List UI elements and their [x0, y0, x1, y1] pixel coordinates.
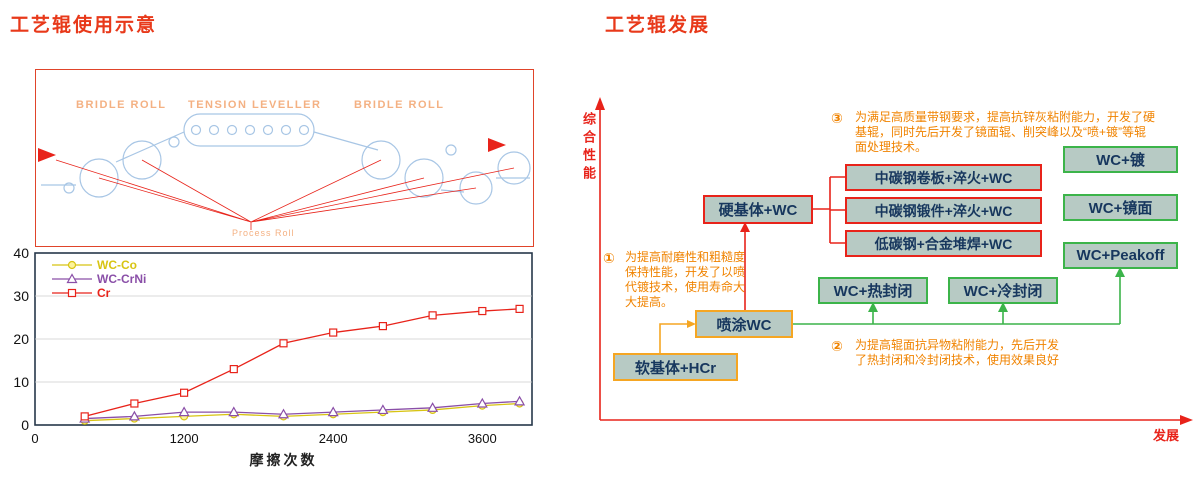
flow-connectors — [595, 97, 1193, 425]
note-2-number: ② — [831, 338, 843, 354]
roll-usage-section: 工艺辊使用示意 BRIDLE ROLL TENSION LEVELLER BRI… — [0, 0, 575, 483]
process-roll-sight-lines — [55, 159, 515, 230]
svg-text:40: 40 — [13, 245, 29, 261]
connector-spray-to-treatments — [793, 274, 1121, 325]
strip-direction-arrows — [38, 138, 506, 162]
right-section-title: 工艺辊发展 — [605, 15, 711, 36]
box-wc-mirror: WC+镜面 — [1063, 194, 1178, 221]
note-2-text: 为提高辊面抗异物粘附能力，先后开发了热封闭和冷封闭技术，使用效果良好 — [855, 338, 1060, 367]
note-1-number: ① — [603, 250, 615, 266]
note-3-number: ③ — [831, 110, 843, 126]
note-3-text: 为满足高质量带钢要求，提高抗锌灰粘附能力，开发了硬基辊，同时先后开发了镜面辊、削… — [855, 110, 1156, 154]
svg-text:WC-CrNi: WC-CrNi — [97, 272, 146, 286]
process-roll-label: Process Roll — [232, 228, 295, 238]
svg-text:0: 0 — [21, 417, 29, 433]
bridle-roll-left-label: BRIDLE ROLL — [76, 99, 166, 111]
chart-x-axis-title: 摩擦次数 — [249, 452, 318, 468]
box-mid-carbon-plate: 中碳钢卷板+淬火+WC — [845, 164, 1042, 191]
y-axis-title: 综合性能 — [581, 112, 596, 184]
x-axis-title: 发展 — [1153, 428, 1180, 443]
box-wc-hot-seal: WC+热封闭 — [818, 277, 928, 304]
connector-treatment-arrows — [868, 267, 1125, 312]
note-1-text: 为提高耐磨性和粗糙度保持性能，开发了以喷代镀技术，使用寿命大大提高。 — [625, 250, 746, 309]
line-schematic-drawing: BRIDLE ROLL TENSION LEVELLER BRIDLE ROLL — [38, 99, 531, 238]
box-wc-cold-seal: WC+冷封闭 — [948, 277, 1058, 304]
svg-text:2400: 2400 — [319, 431, 348, 446]
connector-hard-to-variants — [813, 176, 845, 244]
left-section-title: 工艺辊使用示意 — [10, 15, 158, 36]
svg-text:1200: 1200 — [170, 431, 199, 446]
performance-axis — [595, 97, 1193, 425]
box-wc-peakoff: WC+Peakoff — [1063, 242, 1178, 269]
svg-text:0: 0 — [31, 431, 38, 446]
svg-text:3600: 3600 — [468, 431, 497, 446]
box-low-carbon-weld: 低碳钢+合金堆焊+WC — [845, 230, 1042, 257]
svg-text:20: 20 — [13, 331, 29, 347]
bridle-roll-right-label: BRIDLE ROLL — [354, 99, 444, 111]
line-schematic: BRIDLE ROLL TENSION LEVELLER BRIDLE ROLL — [35, 69, 534, 247]
roll-drawing-group — [41, 113, 531, 205]
connector-soft-to-spray — [659, 323, 687, 353]
tension-leveller-label: TENSION LEVELLER — [188, 99, 321, 111]
connector-soft-to-spray-arrow — [687, 320, 696, 328]
box-soft-base-hcr: 软基体+HCr — [613, 353, 738, 381]
box-hard-base-wc: 硬基体+WC — [703, 195, 813, 224]
svg-text:30: 30 — [13, 288, 29, 304]
svg-text:10: 10 — [13, 374, 29, 390]
box-mid-carbon-forge: 中碳钢锻件+淬火+WC — [845, 197, 1042, 224]
svg-text:WC-Co: WC-Co — [97, 258, 137, 272]
box-spray-wc: 喷涂WC — [695, 310, 793, 338]
box-wc-plating: WC+镀 — [1063, 146, 1178, 173]
roll-development-section: 工艺辊发展 综合性能 发展 软基体+H — [575, 0, 1198, 483]
svg-text:Cr: Cr — [97, 286, 111, 300]
connector-spray-to-hard-arrow — [740, 222, 750, 232]
